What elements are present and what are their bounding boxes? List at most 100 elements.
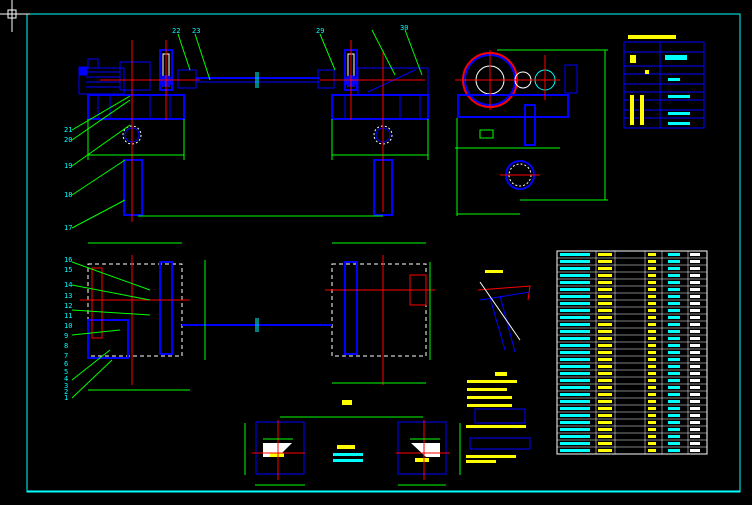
parts-cell-text bbox=[690, 414, 700, 417]
parts-cell-text bbox=[668, 337, 680, 340]
parts-cell-text bbox=[648, 421, 656, 424]
parts-cell-text bbox=[690, 449, 700, 452]
parts-cell-text bbox=[648, 351, 656, 354]
parts-cell-text bbox=[668, 428, 680, 431]
parts-cell-text bbox=[648, 274, 656, 277]
parts-cell-text bbox=[648, 253, 656, 256]
parts-cell-text bbox=[668, 281, 680, 284]
parts-cell-text bbox=[668, 400, 680, 403]
parts-cell-text bbox=[690, 379, 700, 382]
parts-cell-text bbox=[668, 351, 680, 354]
parts-cell-text bbox=[598, 267, 612, 270]
section-details bbox=[27, 400, 740, 492]
parts-cell-text bbox=[668, 421, 680, 424]
parts-cell-text bbox=[690, 330, 700, 333]
balloon-label: 18 bbox=[64, 191, 72, 199]
parts-cell-text bbox=[560, 407, 590, 410]
parts-cell-text bbox=[598, 302, 612, 305]
parts-cell-text bbox=[648, 365, 656, 368]
side-view bbox=[455, 49, 608, 216]
balloon-label: 16 bbox=[64, 256, 72, 264]
parts-cell-text bbox=[690, 358, 700, 361]
parts-cell-text bbox=[668, 372, 680, 375]
balloon-label: 6 bbox=[64, 360, 68, 368]
parts-cell-text bbox=[668, 407, 680, 410]
parts-cell-text bbox=[690, 253, 700, 256]
balloon-label: 9 bbox=[64, 332, 68, 340]
parts-cell-text bbox=[560, 295, 590, 298]
parts-cell-text bbox=[668, 323, 680, 326]
parts-cell-text bbox=[690, 302, 700, 305]
parts-cell-text bbox=[690, 344, 700, 347]
parts-cell-text bbox=[690, 400, 700, 403]
parts-cell-text bbox=[648, 379, 656, 382]
parts-cell-text bbox=[598, 372, 612, 375]
parts-cell-text bbox=[648, 281, 656, 284]
parts-cell-text bbox=[648, 435, 656, 438]
parts-cell-text bbox=[668, 288, 680, 291]
parts-cell-text bbox=[648, 309, 656, 312]
balloon-label: 30 bbox=[400, 24, 408, 32]
parts-cell-text bbox=[690, 274, 700, 277]
parts-cell-text bbox=[598, 260, 612, 263]
parts-cell-text bbox=[560, 365, 590, 368]
parts-cell-text bbox=[668, 267, 680, 270]
parts-cell-text bbox=[668, 295, 680, 298]
parts-cell-text bbox=[668, 302, 680, 305]
parts-cell-text bbox=[690, 309, 700, 312]
balloon-label: 29 bbox=[316, 27, 324, 35]
parts-cell-text bbox=[690, 435, 700, 438]
parts-cell-text bbox=[560, 323, 590, 326]
parts-cell-text bbox=[690, 260, 700, 263]
detail-sketch bbox=[477, 270, 531, 353]
balloon-label: 23 bbox=[192, 27, 200, 35]
parts-cell-text bbox=[690, 295, 700, 298]
parts-cell-text bbox=[648, 302, 656, 305]
balloon-label: 3 bbox=[64, 382, 68, 390]
parts-cell-text bbox=[560, 372, 590, 375]
parts-cell-text bbox=[690, 386, 700, 389]
balloon-label: 7 bbox=[64, 352, 68, 360]
parts-cell-text bbox=[668, 365, 680, 368]
parts-cell-text bbox=[648, 260, 656, 263]
balloon-label: 12 bbox=[64, 302, 72, 310]
balloon-label: 11 bbox=[64, 312, 72, 320]
parts-cell-text bbox=[560, 393, 590, 396]
parts-cell-text bbox=[598, 323, 612, 326]
parts-cell-text bbox=[560, 337, 590, 340]
parts-cell-text bbox=[690, 393, 700, 396]
balloon-label: 19 bbox=[64, 162, 72, 170]
parts-cell-text bbox=[648, 393, 656, 396]
parts-cell-text bbox=[560, 281, 590, 284]
parts-cell-text bbox=[560, 379, 590, 382]
parts-cell-text bbox=[648, 323, 656, 326]
parts-cell-text bbox=[690, 351, 700, 354]
parts-cell-text bbox=[668, 358, 680, 361]
parts-cell-text bbox=[668, 316, 680, 319]
parts-cell-text bbox=[560, 442, 590, 445]
balloon-label: 21 bbox=[64, 126, 72, 134]
parts-cell-text bbox=[560, 302, 590, 305]
parts-cell-text bbox=[668, 449, 680, 452]
section-right bbox=[396, 420, 461, 486]
parts-cell-text bbox=[598, 428, 612, 431]
parts-cell-text bbox=[668, 344, 680, 347]
parts-cell-text bbox=[560, 274, 590, 277]
parts-cell-text bbox=[598, 379, 612, 382]
parts-cell-text bbox=[668, 435, 680, 438]
balloon-label: 14 bbox=[64, 281, 72, 289]
parts-cell-text bbox=[648, 428, 656, 431]
front-elevation-view: 22 23 29 30 21 20 19 18 17 bbox=[64, 24, 429, 232]
parts-cell-text bbox=[648, 267, 656, 270]
parts-cell-text bbox=[690, 281, 700, 284]
balloon-label: 13 bbox=[64, 292, 72, 300]
parts-cell-text bbox=[668, 393, 680, 396]
parts-cell-text bbox=[560, 358, 590, 361]
parts-cell-text bbox=[690, 365, 700, 368]
parts-cell-text bbox=[648, 288, 656, 291]
parts-cell-text bbox=[668, 330, 680, 333]
parts-cell-text bbox=[560, 316, 590, 319]
balloon-label: 5 bbox=[64, 368, 68, 376]
parts-cell-text bbox=[648, 442, 656, 445]
